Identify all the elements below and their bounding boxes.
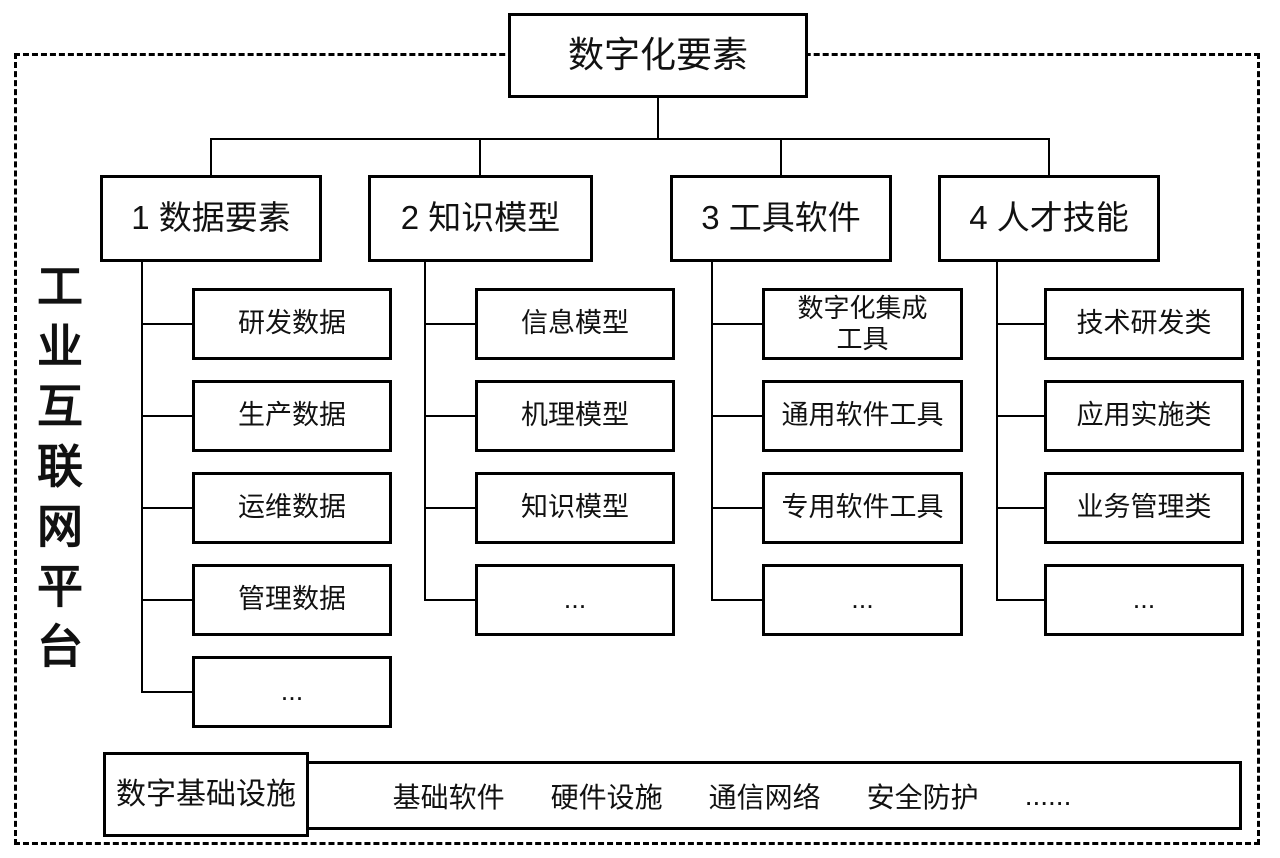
child-box-col1-row1: 研发数据 [192,288,392,360]
column-1-stub-3 [141,507,192,509]
child-box-col3-row2: 通用软件工具 [762,380,963,452]
infra-item-hardware: 硬件设施 [550,781,663,813]
root-box: 数字化要素 [508,13,808,98]
child-box-col1-ellipsis: ... [192,656,392,728]
branch-drop-1 [210,138,212,175]
child-box-col2-row3: 知识模型 [475,472,675,544]
child-box-col4-row1: 技术研发类 [1044,288,1244,360]
column-4-stub-3 [996,507,1046,509]
child-box-col3-ellipsis: ... [762,564,963,636]
child-box-col2-row1: 信息模型 [475,288,675,360]
connector-riser [657,98,659,140]
infra-item-network: 通信网络 [708,781,821,813]
column-2-trunk [424,262,426,601]
column-4-stub-2 [996,415,1046,417]
branch-header-4: 4 人才技能 [938,175,1160,262]
column-2-stub-3 [424,507,475,509]
side-label: 工业互联网平台 [31,262,83,682]
child-box-col1-row3: 运维数据 [192,472,392,544]
column-1-trunk [141,262,143,693]
column-4-stub-4 [996,599,1046,601]
column-2-stub-1 [424,323,475,325]
branch-header-1: 1 数据要素 [100,175,322,262]
column-3-trunk [711,262,713,601]
column-3-stub-2 [711,415,762,417]
child-box-col1-row4: 管理数据 [192,564,392,636]
column-3-stub-4 [711,599,762,601]
child-box-col2-ellipsis: ... [475,564,675,636]
column-1-stub-4 [141,599,192,601]
column-1-stub-2 [141,415,192,417]
column-3-stub-1 [711,323,762,325]
connector-hbar [210,138,1050,140]
child-box-col3-row3: 专用软件工具 [762,472,963,544]
branch-header-3: 3 工具软件 [670,175,892,262]
column-2-stub-2 [424,415,475,417]
child-box-col4-ellipsis: ... [1044,564,1244,636]
child-box-col2-row2: 机理模型 [475,380,675,452]
column-1-stub-1 [141,323,192,325]
infrastructure-label-box: 数字基础设施 [103,752,309,837]
child-box-col1-row2: 生产数据 [192,380,392,452]
branch-header-2: 2 知识模型 [368,175,593,262]
child-box-col4-row3: 业务管理类 [1044,472,1244,544]
column-1-stub-5 [141,691,192,693]
infra-item-security: 安全防护 [866,781,979,813]
child-box-col3-row1: 数字化集成 工具 [762,288,963,360]
branch-drop-4 [1048,138,1050,175]
column-4-stub-1 [996,323,1046,325]
infrastructure-bar: 基础软件 硬件设施 通信网络 安全防护 ...... [306,761,1242,830]
column-2-stub-4 [424,599,475,601]
column-4-trunk [996,262,998,601]
child-box-col4-row2: 应用实施类 [1044,380,1244,452]
branch-drop-3 [780,138,782,175]
infra-item-base-software: 基础软件 [392,781,505,813]
infra-item-ellipsis: ...... [1024,779,1072,811]
column-3-stub-3 [711,507,762,509]
branch-drop-2 [479,138,481,175]
